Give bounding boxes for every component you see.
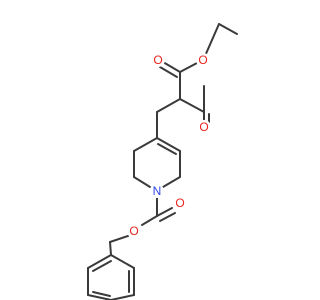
bond — [110, 254, 135, 269]
bond — [133, 137, 158, 152]
bond — [141, 215, 158, 226]
atom-label-o: O — [199, 120, 208, 134]
bond — [156, 137, 181, 152]
molecule-drawing: O O O N O O — [87, 23, 238, 300]
atom-label-o: O — [198, 53, 207, 67]
bond — [110, 294, 135, 300]
bond — [92, 291, 111, 297]
carbamate-ether-oxygen: O — [127, 224, 141, 238]
bond — [87, 254, 112, 269]
bond — [159, 66, 178, 78]
bond — [162, 176, 181, 188]
ester-carbonyl-oxygen: O — [151, 53, 165, 67]
bond — [92, 260, 112, 272]
bonds — [87, 23, 238, 300]
ring-nitrogen: N — [150, 184, 164, 198]
atom-labels: O O O N O O — [127, 53, 211, 238]
bond — [157, 143, 177, 155]
bond — [162, 61, 181, 73]
bond — [159, 212, 176, 222]
bond — [156, 207, 173, 217]
bond — [87, 294, 112, 300]
carbamate-carbonyl-oxygen: O — [173, 196, 187, 210]
atom-label-o: O — [153, 53, 162, 67]
bond — [109, 241, 112, 256]
bond — [179, 98, 205, 113]
ketone-oxygen: O — [197, 120, 211, 134]
bond — [109, 235, 129, 243]
atom-label-o: O — [129, 224, 138, 238]
bond — [204, 23, 220, 57]
bond — [156, 98, 181, 113]
ester-ether-oxygen: O — [196, 53, 210, 67]
atom-label-o: O — [175, 196, 184, 210]
atom-label-n: N — [153, 184, 162, 198]
bond — [133, 176, 151, 188]
bond — [218, 23, 238, 35]
bond — [179, 62, 198, 73]
structure-canvas: O O O N O O — [87, 23, 238, 300]
